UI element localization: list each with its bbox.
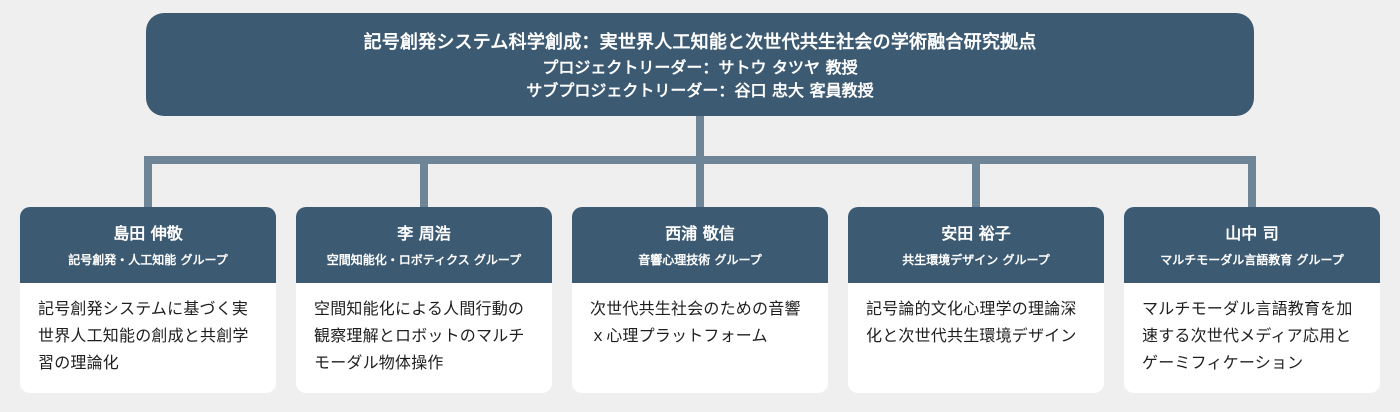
subleader-line: サブプロジェクトリーダー：谷口 忠大 客員教授 [526, 79, 873, 102]
connector-drop-2 [420, 156, 428, 208]
subleader-name: 谷口 忠大 客員教授 [734, 80, 874, 100]
leader-name: サトウ タツヤ 教授 [718, 57, 858, 77]
connector-drop-4 [972, 156, 980, 208]
leader-separator: ： [702, 57, 719, 77]
group-name: 記号創発・人工知能 グループ [68, 253, 228, 267]
leader-label: プロジェクトリーダー [542, 57, 703, 77]
subleader-label: サブプロジェクトリーダー [526, 80, 719, 100]
leader-name: 安田 裕子 [941, 224, 1011, 243]
subleader-separator: ： [718, 80, 735, 100]
group-card-header: 西浦 敬信 音響心理技術 グループ [572, 207, 828, 283]
leader-line: プロジェクトリーダー：サトウ タツヤ 教授 [542, 56, 857, 79]
project-header-box: 記号創発システム科学創成：実世界人工知能と次世代共生社会の学術融合研究拠点 プロ… [146, 13, 1254, 116]
group-card: 島田 伸敬 記号創発・人工知能 グループ 記号創発システムに基づく実世界人工知能… [20, 207, 276, 393]
group-description: マルチモーダル言語教育を加速する次世代メディア応用とゲーミフィケーション [1142, 299, 1353, 372]
group-name: マルチモーダル言語教育 グループ [1160, 253, 1344, 267]
group-card: 李 周浩 空間知能化・ロボティクス グループ 空間知能化による人間行動の観察理解… [296, 207, 552, 393]
connector-trunk [696, 116, 704, 162]
connector-drop-1 [144, 156, 152, 208]
group-description: 記号論的文化心理学の理論深化と次世代共生環境デザイン [866, 299, 1077, 345]
leader-name: 山中 司 [1225, 224, 1279, 243]
leader-name: 李 周浩 [397, 224, 451, 243]
connector-drop-3 [696, 156, 704, 208]
group-card-header: 安田 裕子 共生環境デザイン グループ [848, 207, 1104, 283]
group-name: 空間知能化・ロボティクス グループ [326, 253, 522, 267]
leader-name: 西浦 敬信 [665, 224, 735, 243]
group-description: 記号創発システムに基づく実世界人工知能の創成と共創学習の理論化 [38, 299, 249, 372]
group-description: 空間知能化による人間行動の観察理解とロボットのマルチモーダル物体操作 [314, 299, 525, 372]
connector-drop-5 [1248, 156, 1256, 208]
group-card: 安田 裕子 共生環境デザイン グループ 記号論的文化心理学の理論深化と次世代共生… [848, 207, 1104, 393]
group-card-header: 李 周浩 空間知能化・ロボティクス グループ [296, 207, 552, 283]
group-card: 山中 司 マルチモーダル言語教育 グループ マルチモーダル言語教育を加速する次世… [1124, 207, 1380, 393]
group-name: 音響心理技術 グループ [638, 253, 762, 267]
group-card: 西浦 敬信 音響心理技術 グループ 次世代共生社会のための音響ｘ心理プラットフォ… [572, 207, 828, 393]
project-title: 記号創発システム科学創成：実世界人工知能と次世代共生社会の学術融合研究拠点 [363, 31, 1037, 53]
leader-name: 島田 伸敬 [113, 224, 183, 243]
group-card-header: 山中 司 マルチモーダル言語教育 グループ [1124, 207, 1380, 283]
group-description: 次世代共生社会のための音響ｘ心理プラットフォーム [590, 299, 801, 345]
group-card-header: 島田 伸敬 記号創発・人工知能 グループ [20, 207, 276, 283]
group-name: 共生環境デザイン グループ [902, 253, 1050, 267]
